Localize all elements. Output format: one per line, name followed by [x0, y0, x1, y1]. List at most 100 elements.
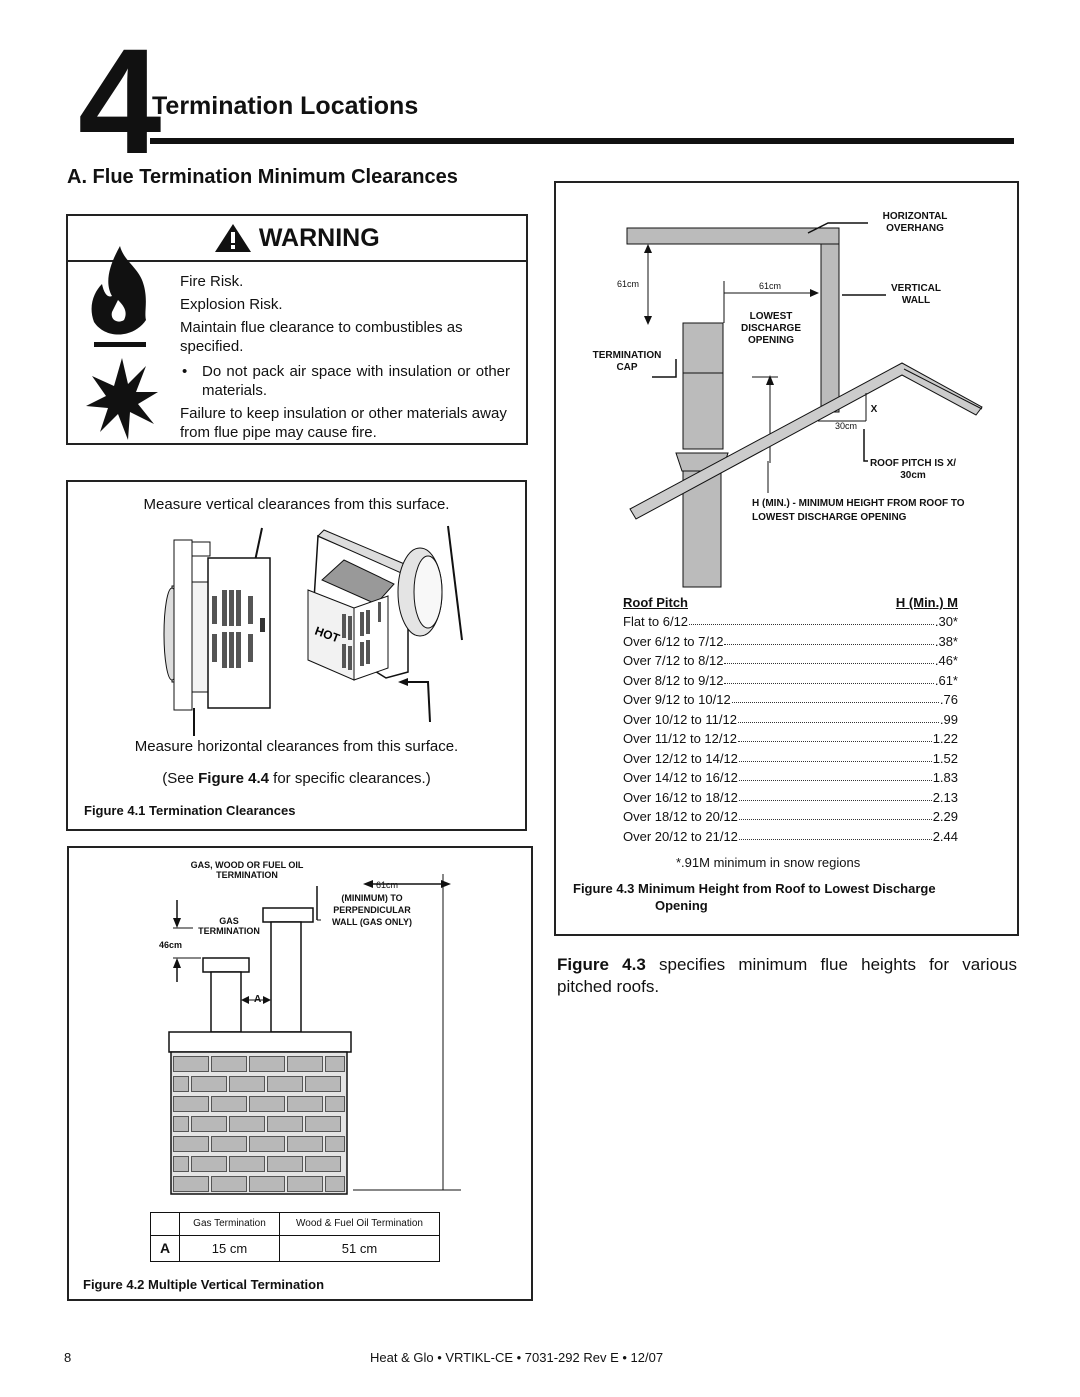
snow-note: *.91M minimum in snow regions: [676, 855, 861, 870]
roof-pitch-value: Over 9/12 to 10/12: [623, 692, 731, 707]
figure-4-3-box: HORIZONTAL OVERHANG 61cm 61cm VERTICAL W…: [554, 181, 1019, 936]
height-value: 2.44: [932, 828, 958, 844]
roof-pitch-value: Over 8/12 to 9/12: [623, 672, 724, 688]
warning-footer: Failure to keep insulation or other mate…: [180, 405, 507, 441]
height-value: 1.83: [932, 770, 958, 785]
table-header-wood: Wood & Fuel Oil Termination: [296, 1218, 423, 1229]
label-x: X: [870, 404, 878, 415]
height-value: .38*: [934, 633, 958, 649]
height-value: .30*: [934, 614, 958, 629]
roof-pitch-value: Over 18/12 to 20/12: [623, 809, 738, 824]
roof-pitch-row: Over 6/12 to 7/12 .38*: [623, 634, 958, 649]
label-vertical-wall: VERTICAL WALL: [891, 283, 941, 306]
roof-pitch-value: Over 7/12 to 8/12: [623, 653, 724, 668]
figure-4-3-caption-line-1: Figure 4.3 Minimum Height from Roof to L…: [573, 881, 936, 896]
roof-pitch-value: Flat to 6/12: [623, 614, 689, 629]
roof-pitch-header-right: H (Min.) M: [895, 595, 958, 610]
label-30cm: 30cm: [834, 421, 857, 431]
label-roof-pitch: ROOF PITCH IS X/ 30cm: [869, 458, 957, 481]
height-value: .76: [939, 692, 958, 707]
leader-dots: [738, 809, 932, 820]
height-value: .99: [939, 711, 958, 727]
roof-pitch-diagram: [626, 222, 983, 588]
figure-4-1-box: Measure vertical clearances from this su…: [66, 480, 527, 831]
leader-dots: [738, 770, 932, 781]
label-46cm: 46cm: [159, 940, 183, 950]
see-figure-ref: Figure 4.4: [198, 770, 269, 787]
height-value: 1.22: [932, 731, 958, 746]
roof-pitch-header-left: Roof Pitch: [623, 595, 688, 610]
table-row-label: A: [159, 1240, 171, 1256]
label-61cm-right: 61cm: [758, 281, 781, 291]
body-paragraph: Figure 4.3 specifies minimum flue height…: [557, 954, 1017, 998]
leader-dots: [731, 692, 939, 703]
label-min-perp-wall: (MINIMUM) TO PERPENDICULAR WALL (GAS ONL…: [331, 893, 412, 927]
roof-pitch-row: Over 9/12 to 10/12 .76: [623, 692, 958, 707]
warning-bullet: • Do not pack air space with insulation …: [182, 363, 510, 399]
leader-dots: [724, 653, 934, 664]
chapter-number: 4: [78, 17, 161, 185]
chapter-rule: [150, 138, 1014, 144]
section-title: A. Flue Termination Minimum Clearances: [67, 166, 458, 188]
roof-pitch-value: Over 14/12 to 16/12: [623, 770, 738, 785]
label-h-min: H (MIN.) - MINIMUM HEIGHT FROM ROOF TO L…: [752, 498, 965, 523]
roof-pitch-value: Over 16/12 to 18/12: [623, 789, 738, 805]
height-value: 2.13: [932, 789, 958, 805]
height-value: 1.52: [932, 750, 958, 766]
warning-bullet-text: Do not pack air space with insulation or…: [202, 363, 510, 399]
figure-4-2-caption: Figure 4.2 Multiple Vertical Termination: [83, 1277, 325, 1292]
roof-pitch-value: Over 6/12 to 7/12: [623, 633, 724, 649]
leader-dots: [689, 614, 934, 625]
roof-pitch-row: Over 10/12 to 11/12 .99: [623, 712, 958, 727]
label-61cm-left: 61cm: [616, 279, 639, 289]
roof-pitch-value: Over 10/12 to 11/12: [623, 711, 737, 727]
table-value-gas: 15 cm: [211, 1241, 248, 1256]
roof-pitch-row: Over 16/12 to 18/12 2.13: [623, 790, 958, 805]
label-termination-cap: TERMINATION CAP: [592, 350, 662, 373]
chapter-title: Termination Locations: [152, 92, 419, 120]
label-lowest-discharge: LOWEST DISCHARGE OPENING: [740, 311, 801, 346]
height-value: 2.29: [932, 809, 958, 824]
roof-pitch-row: Over 7/12 to 8/12.46*: [623, 653, 958, 668]
body-text: specifies minimum flue heights for vario…: [557, 955, 1017, 996]
leader-dots: [737, 712, 939, 723]
leader-dots: [738, 790, 932, 801]
roof-pitch-value: Over 20/12 to 21/12: [623, 828, 738, 844]
brick-pattern: [171, 1052, 347, 1194]
leader-dots: [724, 673, 934, 684]
body-fig-ref: Figure 4.3: [557, 955, 646, 974]
leader-dots: [738, 829, 932, 840]
figure-4-2-box: GAS, WOOD OR FUEL OIL TERMINATION 61cm (…: [67, 846, 533, 1301]
warning-header: WARNING: [68, 216, 526, 262]
table-value-wood: 51 cm: [341, 1241, 378, 1256]
figure-4-1-caption: Figure 4.1 Termination Clearances: [84, 803, 296, 818]
page-number: 8: [64, 1350, 72, 1365]
height-value: .61*: [934, 672, 958, 688]
roof-pitch-row: Flat to 6/12 .30*: [623, 614, 958, 629]
warning-title: WARNING: [258, 224, 380, 252]
roof-pitch-row: Over 14/12 to 16/12 1.83: [623, 770, 958, 785]
label-61cm-perp: 61cm: [375, 880, 398, 890]
roof-pitch-row: Over 8/12 to 9/12 .61*: [623, 673, 958, 688]
warning-line-1: Fire Risk.: [180, 273, 244, 290]
roof-pitch-value: Over 12/12 to 14/12: [623, 750, 738, 766]
figure-4-3-caption-line-2: Opening: [655, 898, 708, 913]
horizontal-measure-note: Measure horizontal clearances from this …: [134, 738, 459, 755]
leader-dots: [738, 751, 932, 762]
roof-pitch-row: Over 18/12 to 20/12 2.29: [623, 809, 958, 824]
table-header-gas: Gas Termination: [193, 1218, 266, 1229]
warning-triangle-icon: [215, 224, 252, 252]
roof-pitch-row: Over 12/12 to 14/12 1.52: [623, 751, 958, 766]
vertical-measure-note: Measure vertical clearances from this su…: [143, 496, 450, 513]
doc-info: Heat & Glo • VRTIKL-CE • 7031-292 Rev E …: [370, 1350, 664, 1365]
label-horizontal-overhang: HORIZONTAL OVERHANG: [882, 211, 948, 234]
explosion-icon: [86, 358, 158, 440]
see-suffix: for specific clearances.): [268, 770, 431, 787]
termination-cap-illustration: HOT: [163, 525, 463, 736]
see-figure-note: (See Figure 4.4 for specific clearances.…: [68, 770, 525, 787]
warning-line-3: Maintain flue clearance to combustibles …: [180, 319, 463, 355]
warning-box: WARNING Fire Risk. Explosion Risk. Maint…: [66, 214, 528, 445]
leader-dots: [724, 634, 934, 645]
roof-pitch-row: Over 20/12 to 21/12 2.44: [623, 829, 958, 844]
